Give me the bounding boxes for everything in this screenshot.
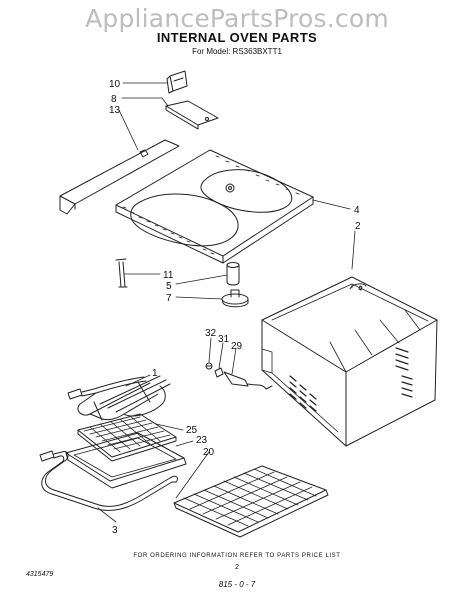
part-29-sensor [223,371,273,390]
part-20-oven-rack [173,465,329,538]
callout-13: 13 [109,105,121,116]
part-4-oven-bottom [115,149,314,264]
callout-labels: 10 8 13 4 2 11 5 7 32 31 29 1 25 23 20 3 [109,79,361,536]
callout-11: 11 [163,270,174,281]
part-31-clip [214,367,224,378]
page-number: 2 [235,564,239,571]
part-25-broil-grid [77,413,177,462]
callout-4: 4 [354,205,360,216]
callout-32: 32 [205,328,217,339]
part-8-bracket [165,100,219,130]
page-title: INTERNAL OVEN PARTS [156,30,318,45]
ordering-note: FOR ORDERING INFORMATION REFER TO PARTS … [133,553,341,559]
callout-31: 31 [218,334,230,345]
callout-2: 2 [355,221,361,232]
callout-5: 5 [166,281,172,292]
part-11-pin [115,258,128,288]
part-3-bake-element [39,450,179,511]
part-1-broil-element [67,375,171,421]
part-7-foot [221,289,249,308]
watermark: AppliancePartsPros.com [85,4,389,33]
part-13-vent-trim [59,139,180,215]
part-5-spacer [226,262,240,286]
part-32-screw [205,362,213,370]
callout-25: 25 [186,425,198,436]
callout-8: 8 [111,94,117,105]
callout-3: 3 [112,525,118,536]
date-code: 815 - 0 - 7 [218,580,256,589]
part-2-oven-liner [261,276,438,447]
callout-20: 20 [203,447,215,458]
model-line: For Model: RS363BXTT1 [192,47,282,56]
part-10-switch [166,70,188,94]
callout-29: 29 [231,341,243,352]
leader-lines [97,82,356,523]
callout-1: 1 [152,368,158,379]
callout-23: 23 [196,435,208,446]
document-number: 4315479 [26,571,54,578]
callout-7: 7 [166,293,172,304]
callout-10: 10 [109,79,121,90]
